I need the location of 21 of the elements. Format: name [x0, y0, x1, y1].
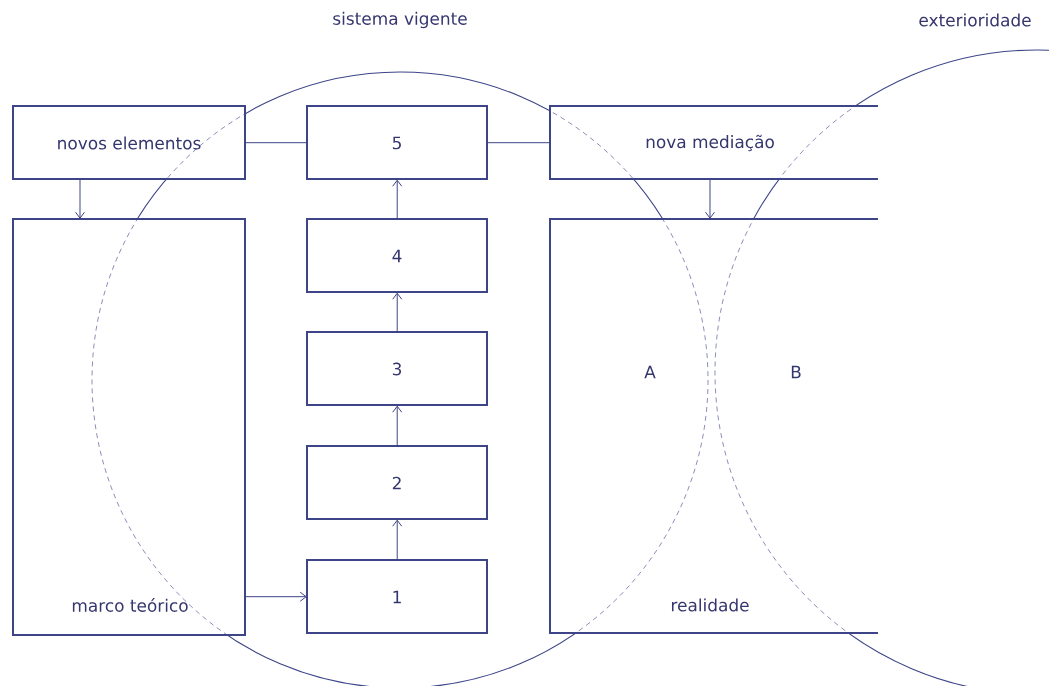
arrow	[392, 519, 403, 561]
circle-label: exterioridade	[919, 13, 1031, 27]
arrow	[705, 178, 715, 219]
arrow	[392, 179, 403, 220]
arrow	[75, 178, 85, 219]
arrow	[244, 591, 307, 602]
region-label: B	[791, 365, 801, 379]
process-box: 5	[306, 105, 488, 180]
arrow	[392, 292, 403, 333]
process-box: 2	[306, 445, 488, 520]
process-box: 4	[306, 218, 488, 293]
connector-line	[244, 142, 308, 144]
process-box: marco teórico	[12, 218, 246, 636]
region-label: A	[644, 365, 656, 379]
circle-label: sistema vigente	[333, 11, 467, 29]
process-box: 3	[306, 331, 488, 406]
arrow	[392, 405, 403, 447]
process-box: nova mediação	[549, 105, 879, 180]
process-box: 1	[306, 559, 488, 634]
process-box: novos elementos	[12, 105, 246, 180]
connector-line	[486, 142, 551, 144]
